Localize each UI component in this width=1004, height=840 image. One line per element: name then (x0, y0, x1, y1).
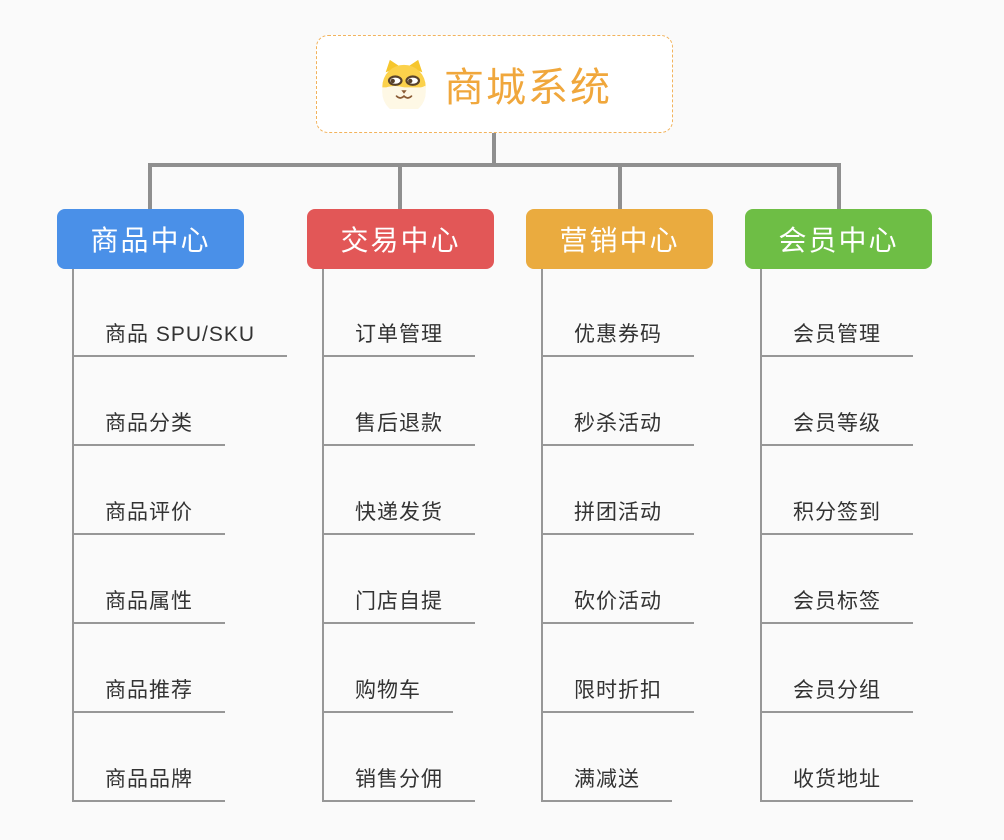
leaf-node[interactable]: 门店自提 (322, 578, 475, 624)
leaf-node[interactable]: 拼团活动 (541, 489, 694, 535)
branch-node-member-center[interactable]: 会员中心 (745, 209, 932, 269)
leaf-node[interactable]: 商品 SPU/SKU (72, 311, 288, 357)
leaf-node[interactable]: 收货地址 (760, 756, 913, 802)
branch-label: 会员中心 (778, 225, 899, 256)
connector-drop-4 (837, 167, 841, 209)
leaf-node[interactable]: 售后退款 (322, 400, 475, 446)
leaf-node[interactable]: 会员分组 (760, 667, 913, 713)
leaf-node[interactable]: 购物车 (322, 667, 453, 713)
leaf-node[interactable]: 商品评价 (72, 489, 225, 535)
root-title: 商城系统 (444, 66, 612, 110)
leaf-node[interactable]: 会员等级 (760, 400, 913, 446)
dog-face-icon (382, 59, 426, 109)
connector-drop-2 (398, 167, 402, 209)
leaf-node[interactable]: 砍价活动 (541, 578, 694, 624)
leaf-node[interactable]: 销售分佣 (322, 756, 475, 802)
branch-label: 营销中心 (559, 225, 680, 256)
root-node[interactable]: 商城系统 (316, 35, 673, 133)
leaf-node[interactable]: 订单管理 (322, 311, 475, 357)
leaf-node[interactable]: 商品属性 (72, 578, 225, 624)
leaf-node[interactable]: 积分签到 (760, 489, 913, 535)
connector-drop-3 (618, 167, 622, 209)
branch-label: 交易中心 (340, 225, 461, 256)
leaf-node[interactable]: 商品分类 (72, 400, 225, 446)
branch-node-marketing-center[interactable]: 营销中心 (526, 209, 713, 269)
connector-drop-1 (148, 167, 152, 209)
branch-label: 商品中心 (90, 225, 211, 256)
leaf-node[interactable]: 快递发货 (322, 489, 475, 535)
leaf-node[interactable]: 限时折扣 (541, 667, 694, 713)
leaf-node[interactable]: 商品品牌 (72, 756, 225, 802)
leaf-node[interactable]: 秒杀活动 (541, 400, 694, 446)
leaf-node[interactable]: 满减送 (541, 756, 672, 802)
connector-horizontal (148, 163, 841, 167)
leaf-node[interactable]: 商品推荐 (72, 667, 225, 713)
leaf-node[interactable]: 会员管理 (760, 311, 913, 357)
branch-node-trade-center[interactable]: 交易中心 (307, 209, 494, 269)
connector-root-drop (492, 133, 496, 165)
leaf-node[interactable]: 优惠券码 (541, 311, 694, 357)
branch-node-product-center[interactable]: 商品中心 (57, 209, 244, 269)
leaf-node[interactable]: 会员标签 (760, 578, 913, 624)
